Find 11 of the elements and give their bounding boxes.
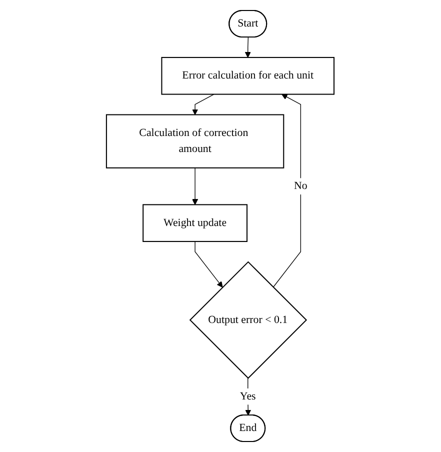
node-diamond: Output error < 0.1 xyxy=(190,261,308,379)
edge-label: Yes xyxy=(240,390,256,402)
arrow xyxy=(245,37,252,58)
arrow xyxy=(192,94,215,115)
arrow xyxy=(273,94,302,288)
node-box: Error calculation for each unit xyxy=(161,56,335,95)
node-box: Weight update xyxy=(142,204,248,242)
arrow xyxy=(194,241,224,288)
edge-label: No xyxy=(294,180,308,192)
node-box: Calculation of correction amount xyxy=(106,114,284,168)
arrow xyxy=(192,168,198,205)
